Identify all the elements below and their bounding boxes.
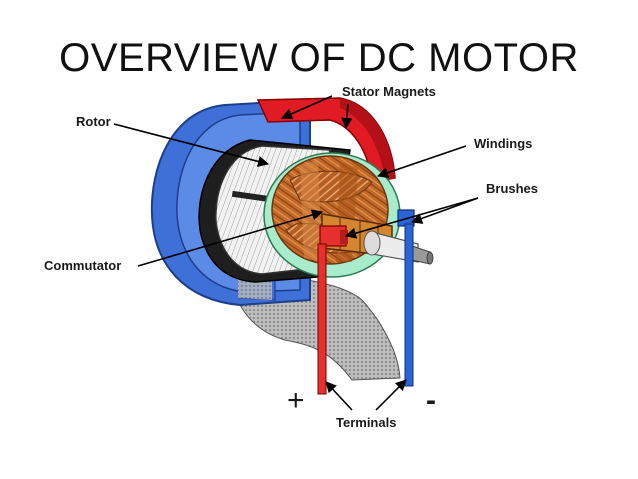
leader-stator-top xyxy=(280,95,333,120)
leader-terminals-1 xyxy=(325,381,353,411)
leader-brushes-2 xyxy=(410,197,479,224)
sign-plus: + xyxy=(287,384,305,417)
terminal-negative xyxy=(404,223,414,387)
leader-terminals-2 xyxy=(375,379,407,411)
brush-positive xyxy=(319,225,348,247)
slide-title: OVERVIEW OF DC MOTOR xyxy=(59,36,579,80)
label-stator-magnets: Stator Magnets xyxy=(342,84,436,99)
leader-commutator xyxy=(137,209,324,267)
label-terminals: Terminals xyxy=(336,415,396,430)
leader-stator-right xyxy=(341,103,353,130)
terminal-positive xyxy=(317,243,327,395)
leader-windings xyxy=(376,145,467,179)
label-rotor: Rotor xyxy=(76,114,111,129)
label-windings: Windings xyxy=(474,136,532,151)
sign-minus: - xyxy=(426,384,436,417)
label-commutator: Commutator xyxy=(44,258,121,273)
label-brushes: Brushes xyxy=(486,181,538,196)
leader-rotor xyxy=(113,123,270,167)
